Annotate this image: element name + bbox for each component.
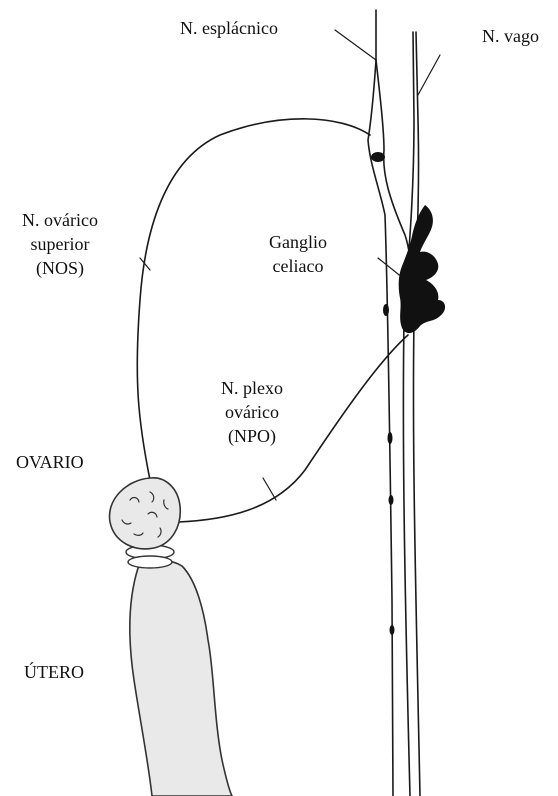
label-celiac-ganglion: Ganglio celiaco (252, 230, 344, 278)
isthmus-band-2 (128, 556, 172, 568)
label-opn-line3: (NPO) (212, 424, 292, 448)
label-splanchnic-nerve: N. esplácnico (180, 16, 278, 40)
splanchnic-nerve-strand (376, 60, 411, 290)
small-ganglion-1 (371, 152, 385, 162)
label-celiac-line2: celiaco (252, 254, 344, 278)
label-uterus: ÚTERO (24, 660, 84, 684)
small-ganglion-3 (388, 432, 393, 444)
small-ganglion-2 (383, 304, 389, 316)
label-opn-line2: ovárico (212, 400, 292, 424)
leader-vagus (418, 55, 440, 95)
uterus-shape (130, 561, 232, 796)
small-ganglion-5 (390, 625, 395, 635)
label-sos-line2: superior (6, 232, 114, 256)
label-sos-line1: N. ovárico (6, 208, 114, 232)
splanchnic-nerve (368, 10, 393, 796)
label-superior-ovarian-nerve: N. ovárico superior (NOS) (6, 208, 114, 280)
label-vagus-nerve: N. vago (482, 24, 539, 48)
label-opn-line1: N. plexo (212, 376, 292, 400)
label-sos-line3: (NOS) (6, 256, 114, 280)
vagus-nerve (403, 32, 414, 796)
label-ovary: OVARIO (16, 450, 84, 474)
celiac-ganglion (399, 205, 445, 333)
leader-opn (263, 478, 276, 500)
small-ganglion-4 (389, 495, 394, 505)
leader-splanchnic (335, 30, 376, 60)
label-ovarian-plexus-nerve: N. plexo ovárico (NPO) (212, 376, 292, 448)
label-celiac-line1: Ganglio (252, 230, 344, 254)
ovary-shape (109, 478, 180, 549)
